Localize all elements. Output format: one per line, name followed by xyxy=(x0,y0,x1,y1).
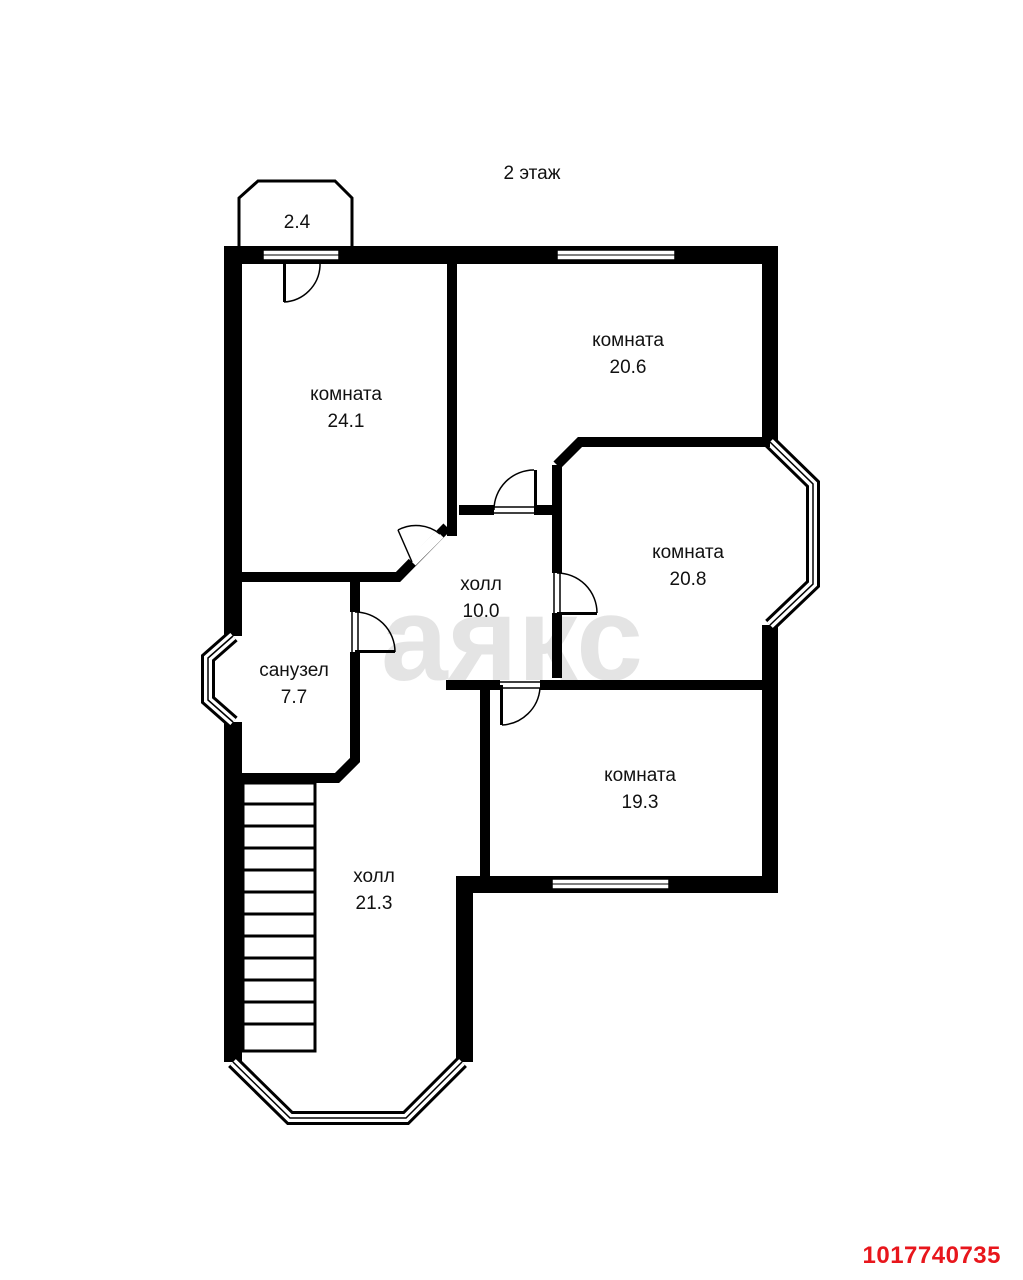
room-name-hall-large: холл xyxy=(353,866,395,887)
room-labels: 2.4 комната 24.1 комната 20.6 комната 20… xyxy=(259,212,724,914)
room-area-hall-large: 21.3 xyxy=(356,893,393,914)
door-room-e xyxy=(552,572,598,615)
room-name-bathroom: санузел xyxy=(259,660,329,681)
room-name-hall-small: холл xyxy=(460,574,502,595)
floor-label: 2 этаж xyxy=(504,163,561,184)
door-room-nw xyxy=(397,524,444,566)
listing-id: 1017740735 xyxy=(862,1242,1001,1269)
room-name-room-se: комната xyxy=(604,765,676,786)
room-name-room-nw: комната xyxy=(310,384,382,405)
bay-window-bottom xyxy=(228,1057,467,1125)
bay-window-right xyxy=(765,436,820,631)
door-bathroom xyxy=(350,611,396,653)
doors xyxy=(283,264,598,726)
room-area-room-nw: 24.1 xyxy=(328,411,365,432)
door-balcony xyxy=(283,264,321,303)
door-room-se xyxy=(500,680,541,726)
room-area-hall-small: 10.0 xyxy=(463,601,500,622)
room-area-room-ne: 20.6 xyxy=(610,357,647,378)
room-area-bathroom: 7.7 xyxy=(281,687,307,708)
staircase xyxy=(241,781,317,1053)
door-room-ne xyxy=(493,469,537,515)
room-area-room-se: 19.3 xyxy=(622,792,659,813)
balcony-outline xyxy=(237,179,354,246)
room-area-balcony: 2.4 xyxy=(284,212,311,233)
room-name-room-e: комната xyxy=(652,542,724,563)
windows xyxy=(262,249,676,890)
room-name-room-ne: комната xyxy=(592,330,664,351)
room-area-room-e: 20.8 xyxy=(670,569,707,590)
